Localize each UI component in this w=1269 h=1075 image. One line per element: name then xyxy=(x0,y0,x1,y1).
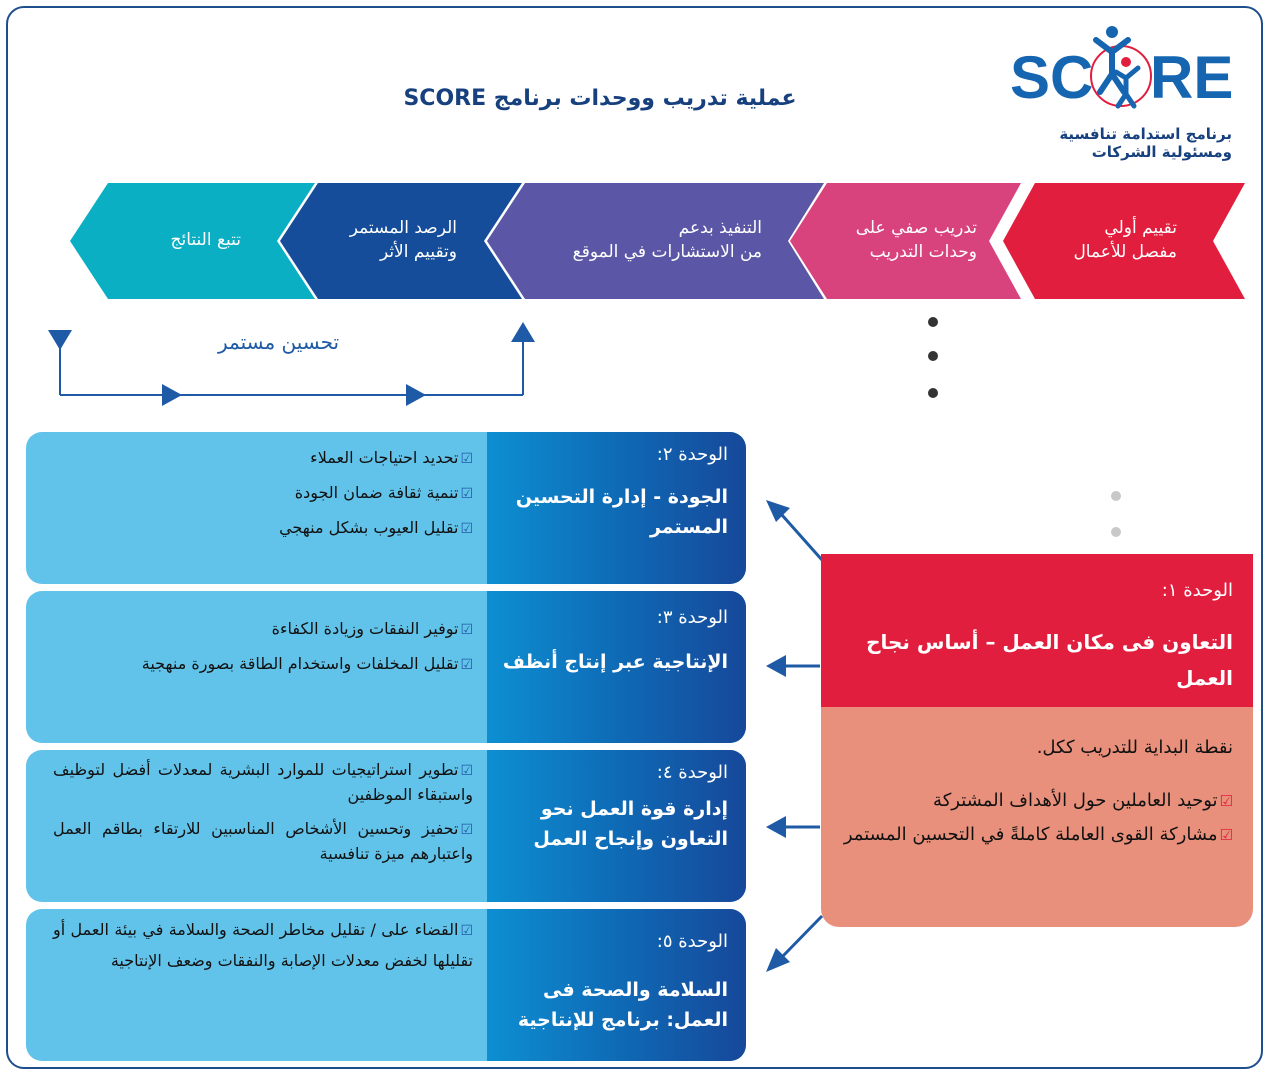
step4-label: الرصد المستمر وتقييم الأثر xyxy=(349,218,457,262)
module5-name: السلامة والصحة فى العمل: برنامج للإنتاجي… xyxy=(517,979,728,1031)
module5-card: الوحدة ٥: السلامة والصحة فى العمل: برنام… xyxy=(26,909,746,1061)
score-logo: SC RE xyxy=(1000,18,1240,126)
module1-intro: نقطة البداية للتدريب ككل. xyxy=(1036,737,1233,758)
module2-bullet: ☑تنمية ثقافة ضمان الجودة xyxy=(294,483,473,502)
logo-subtitle: برنامج استدامة تنافسية ومسئولية الشركات xyxy=(1010,125,1232,161)
module3-header: الوحدة ٣: الإنتاجية عبر إنتاج أنظف xyxy=(487,591,746,743)
module1-body: نقطة البداية للتدريب ككل. ☑توحيد العاملي… xyxy=(821,707,1253,927)
module2-bullet: ☑تحديد احتياجات العملاء xyxy=(310,448,473,467)
step4-chevron xyxy=(280,183,522,299)
check-icon: ☑ xyxy=(1219,826,1233,844)
check-icon: ☑ xyxy=(460,822,473,838)
process-arrows xyxy=(48,183,1245,406)
continuous-improvement-label: تحسين مستمر xyxy=(218,330,340,354)
check-icon: ☑ xyxy=(1219,792,1233,810)
module5-bullet: ☑القضاء على / تقليل مخاطر الصحة والسلامة… xyxy=(53,920,473,970)
module3-bullet: ☑توفير النفقات وزيادة الكفاءة xyxy=(271,619,473,638)
module2-header: الوحدة ٢: الجودة - إدارة التحسين المستمر xyxy=(487,432,746,584)
module4-card: الوحدة ٤: إدارة قوة العمل نحو التعاون وإ… xyxy=(26,750,746,902)
loop-arrow-down xyxy=(48,330,72,350)
module4-name: إدارة قوة العمل نحو التعاون وإنجاح العمل xyxy=(533,798,728,850)
module3-bullet: ☑تقليل المخلفات واستخدام الطاقة بصورة من… xyxy=(141,654,473,673)
module4-header: الوحدة ٤: إدارة قوة العمل نحو التعاون وإ… xyxy=(487,750,746,902)
module3-number: الوحدة ٣: xyxy=(656,607,728,628)
module5-bullets: ☑القضاء على / تقليل مخاطر الصحة والسلامة… xyxy=(53,915,473,985)
module5-number: الوحدة ٥: xyxy=(656,931,728,952)
module4-bullets: ☑تطوير استراتيجيات للموارد البشرية لمعدل… xyxy=(53,758,473,876)
module3-name: الإنتاجية عبر إنتاج أنظف xyxy=(502,651,728,673)
module1-bullet: ☑مشاركة القوى العاملة كاملةً في التحسين … xyxy=(843,824,1233,845)
module1-bullet: ☑توحيد العاملين حول الأهداف المشتركة xyxy=(933,790,1233,811)
svg-text:RE: RE xyxy=(1150,44,1233,111)
loop-arrow-right-2 xyxy=(406,384,426,406)
step3-chevron xyxy=(487,183,824,299)
module2-number: الوحدة ٢: xyxy=(656,444,728,465)
module1-header: الوحدة ١: التعاون فى مكان العمل – أساس ن… xyxy=(821,554,1253,707)
step2-label: تدريب صفي على وحدات التدريب xyxy=(855,218,977,262)
step5-chevron xyxy=(70,183,315,299)
module4-number: الوحدة ٤: xyxy=(656,762,728,783)
check-icon: ☑ xyxy=(460,486,473,502)
check-icon: ☑ xyxy=(460,657,473,673)
step3-label: التنفيذ بدعم من الاستشارات في الموقع xyxy=(572,218,762,262)
module2-bullet: ☑تقليل العيوب بشكل منهجي xyxy=(279,518,473,537)
logo-subtitle-line1: برنامج استدامة تنافسية xyxy=(1059,125,1232,143)
check-icon: ☑ xyxy=(460,451,473,467)
logo-subtitle-line2: ومسئولية الشركات xyxy=(1091,143,1232,161)
loop-arrow-right-1 xyxy=(162,384,182,406)
dotted-connector xyxy=(928,317,938,398)
module1-number: الوحدة ١: xyxy=(1161,580,1233,601)
step1-label: تقييم أولي مفصل للأعمال xyxy=(1073,218,1177,262)
check-icon: ☑ xyxy=(460,521,473,537)
step2-chevron xyxy=(790,183,1021,299)
page-title: عملية تدريب ووحدات برنامج SCORE xyxy=(403,86,797,111)
diagram-frame xyxy=(6,6,1263,1069)
module1-name: التعاون فى مكان العمل – أساس نجاح العمل xyxy=(866,630,1233,690)
module1-bullets: ☑توحيد العاملين حول الأهداف المشتركة ☑مش… xyxy=(823,787,1233,855)
module4-bullet: ☑تحفيز وتحسين الأشخاص المناسبين للارتقاء… xyxy=(53,819,473,863)
module2-name: الجودة - إدارة التحسين المستمر xyxy=(515,486,728,538)
module4-bullet: ☑تطوير استراتيجيات للموارد البشرية لمعدل… xyxy=(53,760,473,804)
step5-label: تتبع النتائج xyxy=(170,230,242,250)
module3-bullets: ☑توفير النفقات وزيادة الكفاءة ☑تقليل الم… xyxy=(53,617,473,687)
check-icon: ☑ xyxy=(460,763,473,779)
check-icon: ☑ xyxy=(460,622,473,638)
check-icon: ☑ xyxy=(460,923,473,939)
module3-card: الوحدة ٣: الإنتاجية عبر إنتاج أنظف ☑توفي… xyxy=(26,591,746,743)
svg-text:SC: SC xyxy=(1010,44,1093,111)
loop-arrow-up xyxy=(511,322,535,342)
step1-chevron xyxy=(1003,183,1245,299)
module2-card: الوحدة ٢: الجودة - إدارة التحسين المستمر… xyxy=(26,432,746,584)
module2-bullets: ☑تحديد احتياجات العملاء ☑تنمية ثقافة ضما… xyxy=(53,446,473,551)
module5-header: الوحدة ٥: السلامة والصحة فى العمل: برنام… xyxy=(487,909,746,1061)
